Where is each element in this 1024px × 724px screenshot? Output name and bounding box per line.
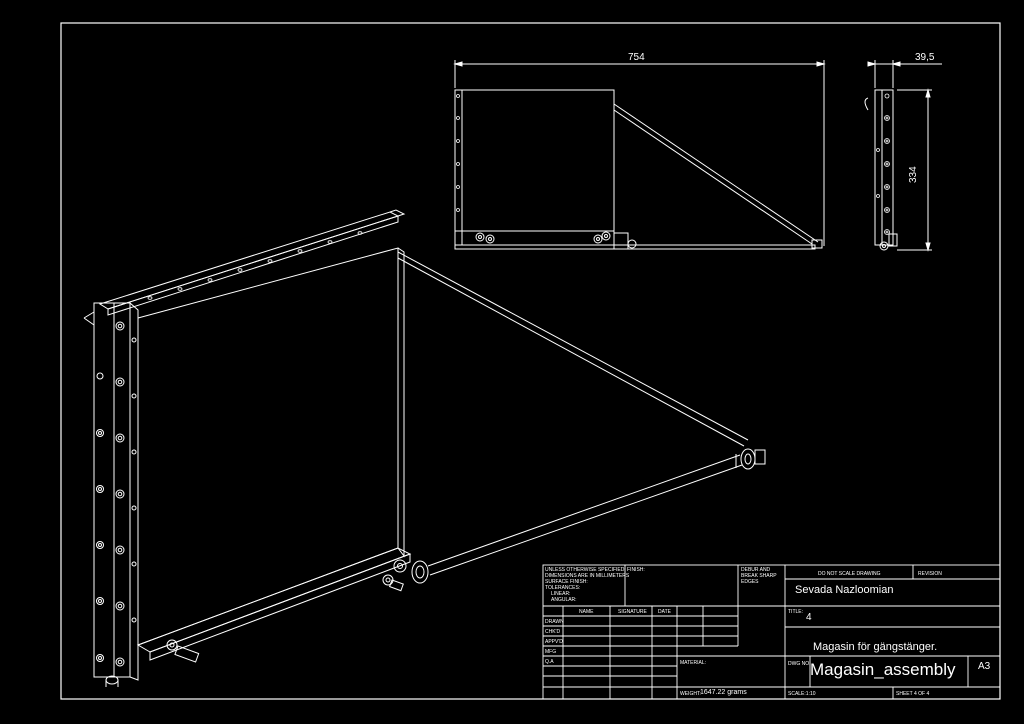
- scale-label: SCALE:1:10: [788, 691, 816, 697]
- weight-label: WEIGHT:: [680, 691, 701, 697]
- row-approved: APPV'D: [545, 639, 563, 645]
- finish-label: FINISH:: [627, 567, 645, 573]
- sheet-size: A3: [978, 661, 991, 672]
- dimension-depth: 39,5: [915, 52, 935, 63]
- row-qa: Q.A: [545, 659, 554, 665]
- material-label: MATERIAL:: [680, 660, 707, 666]
- dwg-no-label: DWG NO.: [788, 661, 811, 667]
- row-checked: CHK'D: [545, 629, 561, 635]
- drawing-number: Magasin_assembly: [810, 660, 956, 679]
- col-name-header: NAME: [579, 609, 594, 615]
- drawing-title: Magasin för gängstänger.: [813, 641, 938, 653]
- side-view: [864, 60, 942, 252]
- front-view: [453, 60, 826, 250]
- col-date-header: DATE: [658, 609, 671, 615]
- sheet-border: [60, 22, 1001, 700]
- title-block-grid: [542, 564, 1001, 700]
- dimension-width: 754: [628, 52, 645, 63]
- sheet-number: SHEET 4 OF 4: [896, 691, 930, 697]
- col-signature-header: SIGNATURE: [618, 609, 647, 615]
- weight-value: 1647.22 grams: [700, 689, 747, 696]
- author-name: Sevada Nazloomian: [795, 584, 894, 596]
- deburr-note: DEBUR AND BREAK SHARP EDGES: [741, 567, 777, 585]
- row-drawn: DRAWN: [545, 619, 564, 625]
- do-not-scale-note: DO NOT SCALE DRAWING: [818, 571, 881, 577]
- dimension-height: 334: [908, 166, 919, 183]
- tolerance-note: UNLESS OTHERWISE SPECIFIED: DIMENSIONS A…: [545, 567, 630, 603]
- title-number: 4: [806, 612, 812, 623]
- row-mfg: MFG: [545, 649, 557, 655]
- revision-label: REVISION: [918, 571, 942, 577]
- title-label: TITLE:: [788, 609, 804, 615]
- isometric-view: [83, 209, 766, 687]
